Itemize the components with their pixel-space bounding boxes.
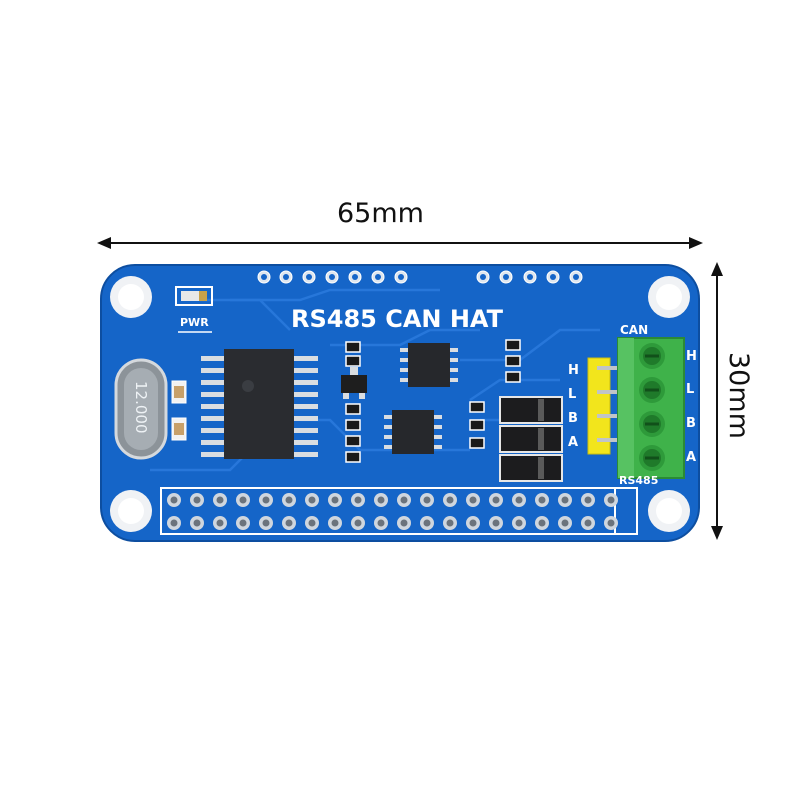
pwr-led	[175, 286, 213, 306]
header-letter-a: A	[568, 435, 578, 450]
soic-chip	[400, 343, 458, 387]
gpio-pin-tip	[515, 496, 523, 504]
mounting-hole	[110, 490, 152, 532]
yellow-pin-header	[587, 357, 623, 455]
pcb-board: PWR RS485 CAN HAT 12.000	[100, 264, 700, 542]
gpio-pin-tip	[400, 496, 408, 504]
terminal-letter-a: A	[686, 450, 696, 465]
mounting-hole	[648, 276, 690, 318]
gpio-pin-tip	[239, 496, 247, 504]
gpio-pin-tip	[331, 519, 339, 527]
pwr-label: PWR	[180, 316, 209, 329]
gpio-pin-tip	[193, 496, 201, 504]
arrow-down-icon	[711, 526, 723, 540]
mcp2515-chip	[201, 349, 318, 459]
terminal-letter-b: B	[686, 416, 696, 431]
gpio-header	[160, 487, 638, 535]
crystal-label: 12.000	[132, 381, 150, 434]
gpio-pin-tip	[285, 496, 293, 504]
tvs-diode	[499, 454, 563, 482]
gpio-pin-tip	[354, 496, 362, 504]
gpio-pin-tip	[193, 519, 201, 527]
arrow-right-icon	[689, 237, 703, 249]
gpio-pin-tip	[561, 496, 569, 504]
gpio-pin-tip	[308, 519, 316, 527]
gpio-pin-tip	[446, 496, 454, 504]
gpio-pin-tip	[423, 519, 431, 527]
rs485-label: RS485	[619, 474, 658, 487]
mounting-hole	[648, 490, 690, 532]
gpio-pin-tip	[584, 519, 592, 527]
smd-resistors	[345, 341, 361, 463]
width-dimension-line	[97, 237, 703, 249]
gpio-pin-tip	[331, 496, 339, 504]
gpio-pin-tip	[216, 519, 224, 527]
gpio-pin-tip	[469, 496, 477, 504]
can-label: CAN	[620, 323, 648, 337]
height-dimension-line	[711, 262, 723, 540]
gpio-pin-tip	[492, 496, 500, 504]
gpio-pin-tip	[561, 519, 569, 527]
tvs-diode	[499, 425, 563, 453]
gpio-pin-tip	[170, 519, 178, 527]
header-letter-h: H	[568, 363, 579, 378]
transistor	[341, 367, 367, 399]
width-dimension-label: 65mm	[337, 198, 424, 229]
gpio-pin-tip	[538, 496, 546, 504]
capacitor	[171, 380, 187, 404]
gpio-pin-tip	[607, 519, 615, 527]
smd-resistors	[469, 339, 521, 449]
terminal-letter-l: L	[686, 382, 694, 397]
gpio-pin-tip	[400, 519, 408, 527]
gpio-pin-tip	[377, 519, 385, 527]
mounting-hole	[110, 276, 152, 318]
gpio-pin-tip	[285, 519, 293, 527]
header-letter-l: L	[568, 387, 576, 402]
gpio-pin-tip	[446, 519, 454, 527]
gpio-pin-tip	[216, 496, 224, 504]
gpio-pin-tip	[515, 519, 523, 527]
gpio-pin-tip	[308, 496, 316, 504]
gpio-pin-tip	[492, 519, 500, 527]
gpio-pin-tip	[469, 519, 477, 527]
board-title: RS485 CAN HAT	[291, 305, 504, 333]
gpio-pin-tip	[607, 496, 615, 504]
gpio-pin-tip	[262, 496, 270, 504]
crystal-oscillator	[114, 358, 168, 460]
terminal-letter-h: H	[686, 349, 697, 364]
arrow-up-icon	[711, 262, 723, 276]
tvs-diode	[499, 396, 563, 424]
gpio-pin-tip	[262, 519, 270, 527]
gpio-pin-tip	[584, 496, 592, 504]
gpio-pin-tip	[377, 496, 385, 504]
green-terminal-block	[617, 337, 685, 479]
gpio-pin-tip	[239, 519, 247, 527]
soic-chip	[384, 410, 442, 454]
gpio-pin-tip	[354, 519, 362, 527]
gpio-pin-tip	[538, 519, 546, 527]
gpio-pin-tip	[170, 496, 178, 504]
arrow-left-icon	[97, 237, 111, 249]
capacitor	[171, 417, 187, 441]
gpio-pin-tip	[423, 496, 431, 504]
header-letter-b: B	[568, 411, 578, 426]
